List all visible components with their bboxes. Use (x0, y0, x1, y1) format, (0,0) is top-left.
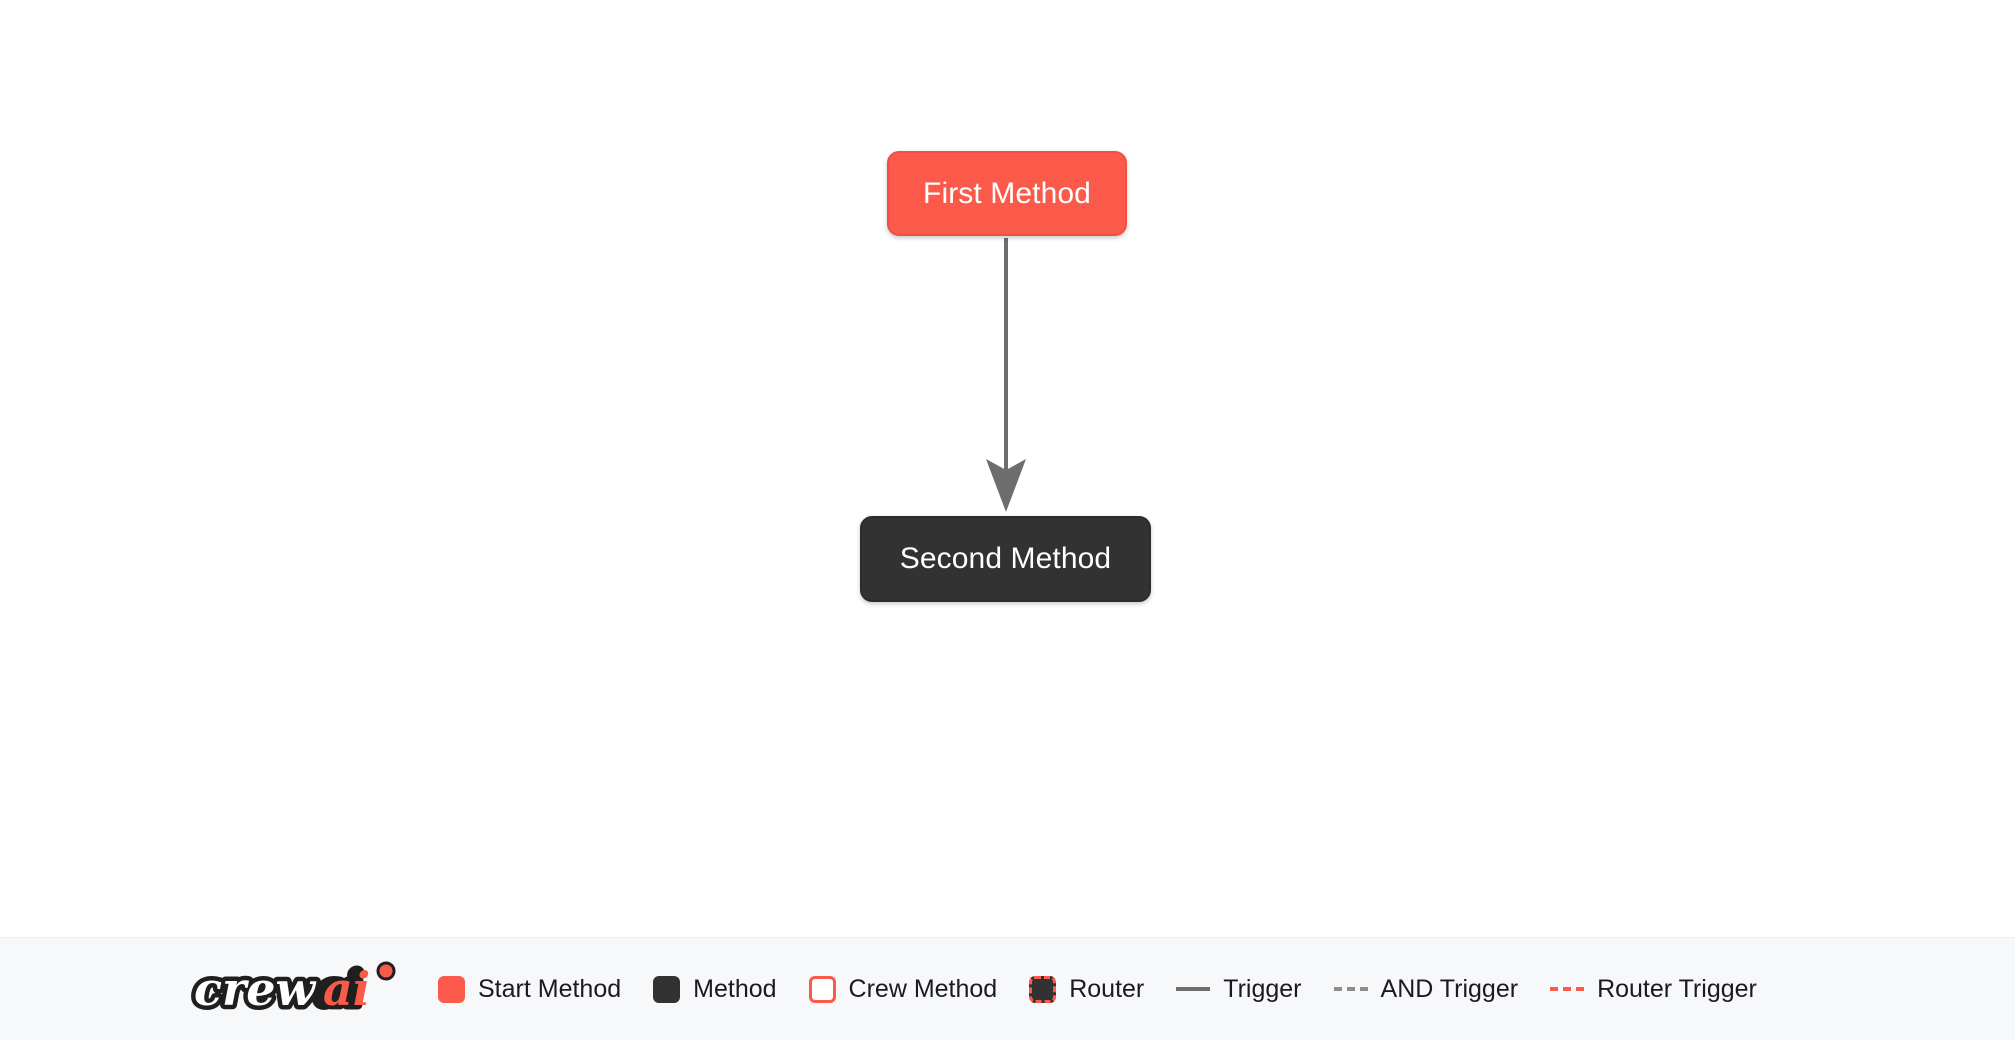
crewai-logo-dot (376, 961, 396, 981)
legend-item-start-method: Start Method (438, 974, 622, 1003)
and-trigger-line-icon (1333, 987, 1368, 991)
edge-arrowhead-icon (986, 459, 1026, 512)
legend-item-router: Router (1029, 974, 1145, 1003)
legend-item-label: Trigger (1223, 974, 1302, 1003)
flow-node-label: Second Method (899, 542, 1112, 575)
legend-item-trigger: Trigger (1176, 974, 1302, 1003)
legend-item-router-trigger: Router Trigger (1550, 974, 1757, 1003)
legend-item-method: Method (653, 974, 777, 1003)
legend-bar: crewai crew ai Start Method Method Crew … (0, 937, 2015, 1040)
legend-item-label: Start Method (478, 974, 622, 1003)
flow-node-first-method[interactable]: First Method (887, 151, 1127, 236)
flow-node-second-method[interactable]: Second Method (860, 516, 1151, 602)
method-swatch-icon (653, 975, 681, 1003)
crew-method-swatch-icon (808, 975, 836, 1003)
crewai-logo-crew: crew (194, 962, 317, 1016)
edge-layer (986, 238, 1026, 512)
legend-item-label: AND Trigger (1380, 974, 1519, 1003)
legend-item-label: Router (1069, 974, 1145, 1003)
trigger-line-icon (1176, 987, 1211, 991)
edge-first-to-second (986, 238, 1026, 512)
router-trigger-line-icon (1550, 987, 1585, 991)
legend-item-label: Method (693, 974, 777, 1003)
legend-item-crew-method: Crew Method (808, 974, 998, 1003)
crewai-logo: crewai crew ai (190, 958, 396, 1021)
legend-item-and-trigger: AND Trigger (1333, 974, 1519, 1003)
flow-canvas[interactable]: First Method Second Method (0, 0, 2015, 937)
start-method-swatch-icon (438, 975, 465, 1003)
crewai-logo-outline: crewai (194, 962, 362, 1016)
router-swatch-icon (1029, 975, 1057, 1003)
crewai-logo-ai: ai (323, 962, 370, 1016)
flow-node-label: First Method (923, 176, 1091, 210)
legend-item-label: Router Trigger (1597, 974, 1757, 1003)
legend-item-label: Crew Method (848, 974, 998, 1003)
